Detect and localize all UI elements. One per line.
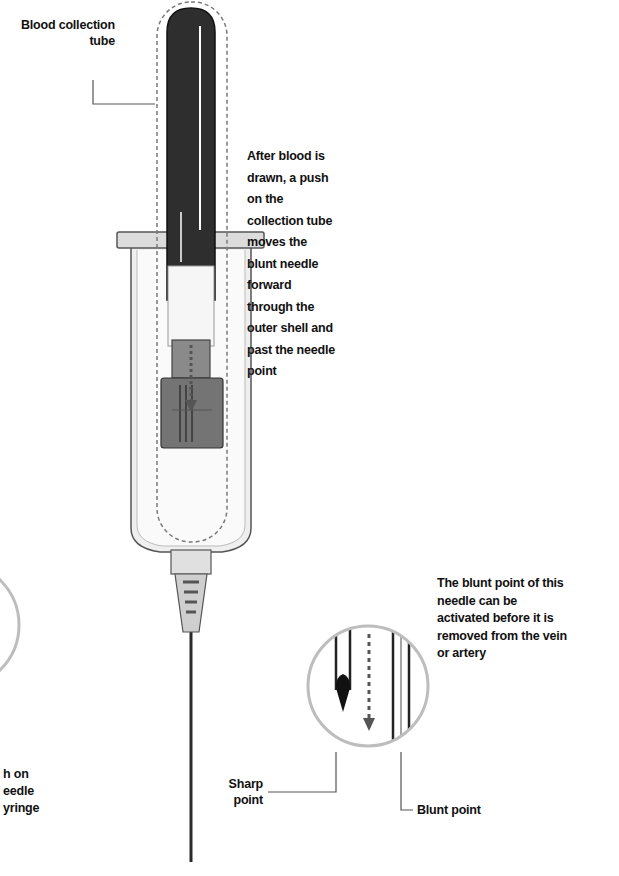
leader-line bbox=[268, 752, 336, 792]
part-label: Blunt point bbox=[417, 802, 481, 818]
cut-off-text: h on eedle yringe bbox=[3, 766, 47, 817]
syringe-barrel bbox=[117, 232, 264, 552]
blood-collection-tube bbox=[161, 8, 223, 448]
needle bbox=[190, 630, 193, 862]
part-label: Sharp point bbox=[205, 776, 263, 808]
leader-line bbox=[401, 752, 413, 810]
dashed-outline bbox=[157, 2, 227, 542]
part-label: Blood collection tube bbox=[20, 17, 115, 49]
magnifier-circle bbox=[0, 562, 19, 688]
callout-text: After blood is drawn, a push on the coll… bbox=[247, 146, 335, 383]
magnified-needle-tips bbox=[308, 600, 428, 760]
leader-line bbox=[93, 80, 155, 104]
callout-text: The blunt point of this needle can be ac… bbox=[437, 575, 569, 663]
needle-hub bbox=[171, 550, 211, 632]
